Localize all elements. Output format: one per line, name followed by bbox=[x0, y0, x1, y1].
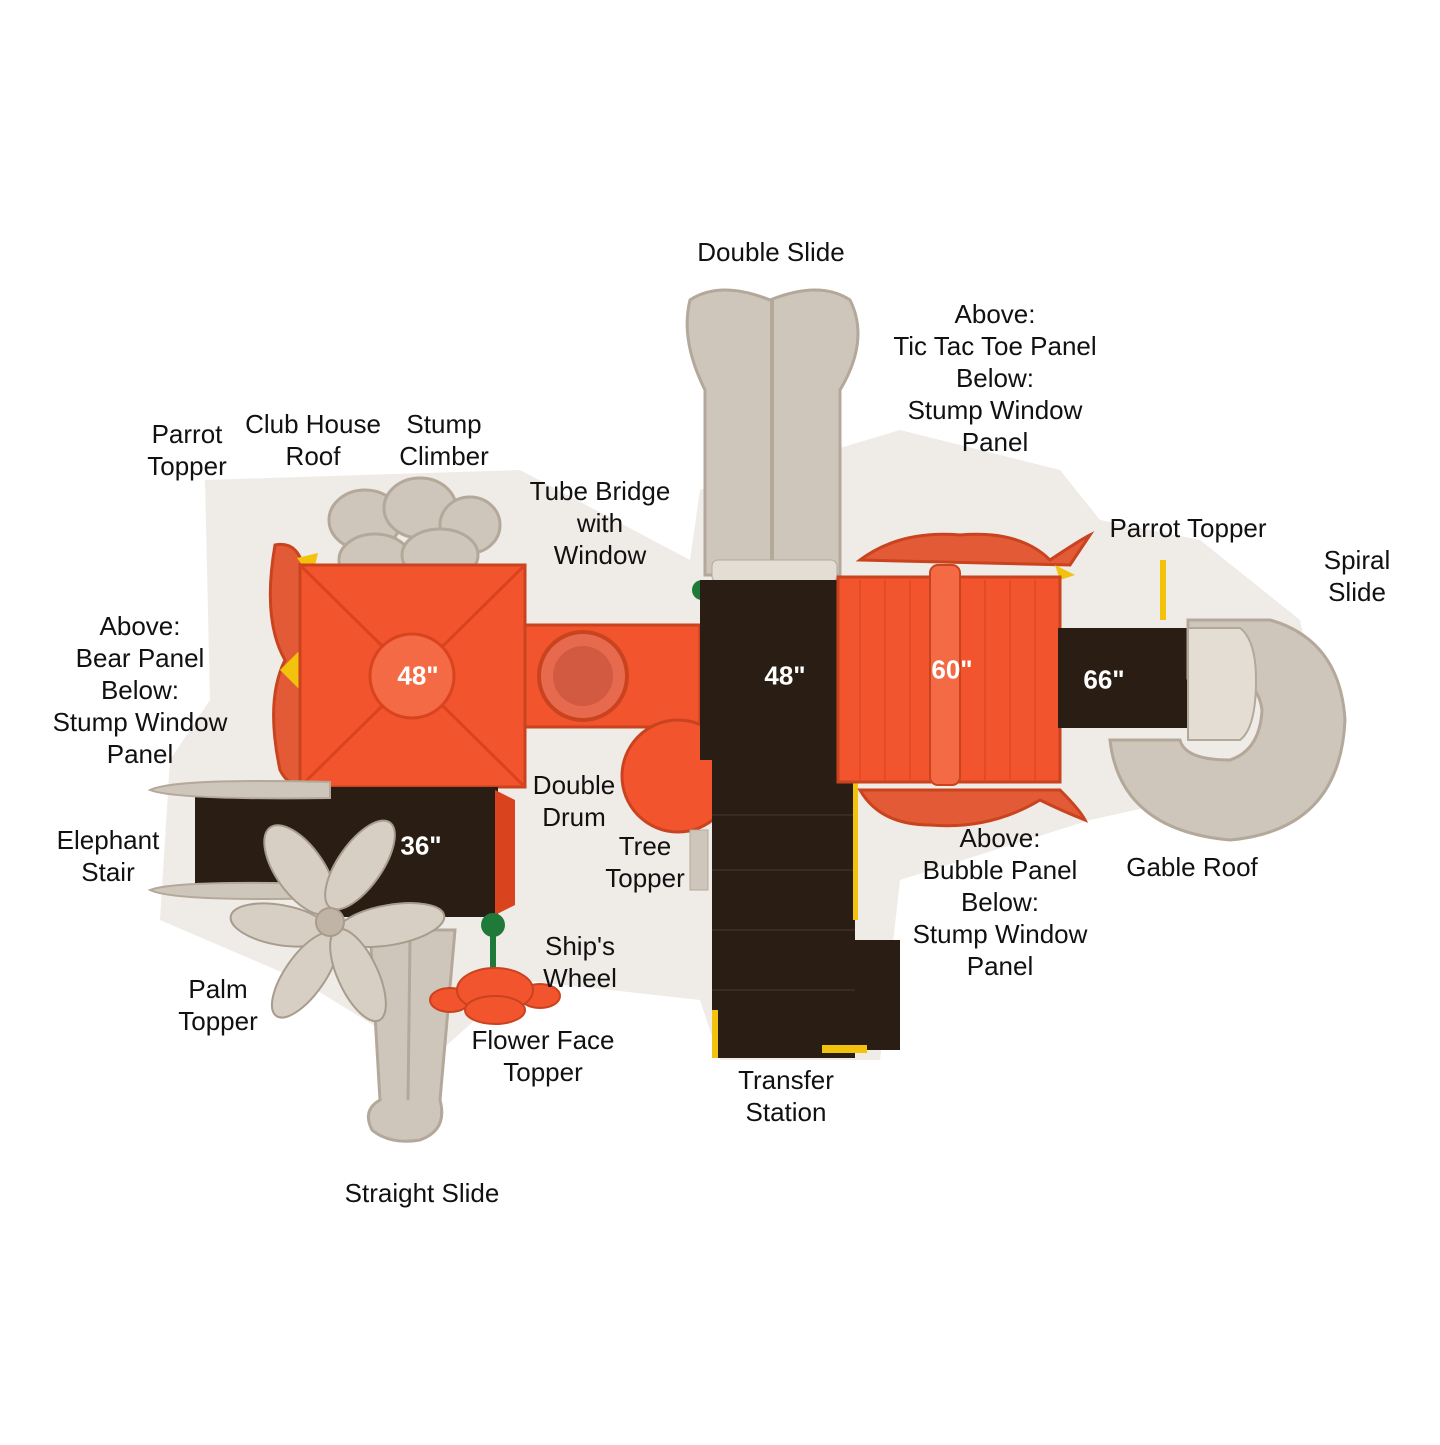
label-flower-face-topper: Flower Face Topper bbox=[471, 1025, 615, 1087]
double-slide-lip bbox=[711, 559, 838, 583]
label-double-slide: Double Slide bbox=[697, 237, 845, 267]
label-transfer-station: Transfer Station bbox=[738, 1065, 834, 1127]
center-rail bbox=[853, 780, 858, 920]
tic-tac-toe-panel-shape bbox=[855, 531, 1095, 567]
center-deck bbox=[700, 580, 845, 760]
flower-face-topper-shape bbox=[429, 967, 561, 1025]
label-tic-tac-toe-panel: Above: Tic Tac Toe Panel Below: Stump Wi… bbox=[893, 299, 1097, 457]
label-tree-topper: Tree Topper bbox=[605, 831, 685, 893]
height-marker-left-deck: 48" bbox=[397, 660, 439, 691]
label-club-house-roof: Club House Roof bbox=[245, 409, 381, 471]
label-bear-panel: Above: Bear Panel Below: Stump Window Pa… bbox=[52, 611, 228, 769]
club-house-roof-cap bbox=[368, 632, 456, 720]
spiral-slide-chute bbox=[1187, 627, 1258, 741]
label-bubble-panel: Above: Bubble Panel Below: Stump Window … bbox=[912, 823, 1088, 981]
transfer-station-steps bbox=[712, 760, 855, 1058]
height-marker-far-right-deck: 66" bbox=[1083, 664, 1125, 695]
height-marker-center-deck: 48" bbox=[764, 660, 806, 691]
transfer-station-platform bbox=[855, 940, 900, 1050]
label-parrot-topper-right: Parrot Topper bbox=[1109, 513, 1267, 543]
label-gable-roof: Gable Roof bbox=[1126, 852, 1258, 882]
label-parrot-topper-left: Parrot Topper bbox=[147, 419, 227, 481]
label-spiral-slide: Spiral Slide bbox=[1323, 545, 1391, 607]
label-double-drum: Double Drum bbox=[532, 770, 616, 832]
straight-slide-shape bbox=[366, 928, 457, 1143]
label-ships-wheel: Ship's Wheel bbox=[543, 931, 617, 993]
transfer-rail-bottom bbox=[822, 1045, 867, 1053]
label-stump-climber: Stump Climber bbox=[399, 409, 489, 471]
parrot-beak-left bbox=[280, 650, 300, 690]
bubble-panel-shape bbox=[857, 788, 1089, 828]
height-marker-right-deck: 60" bbox=[931, 654, 973, 685]
ships-wheel-shape bbox=[481, 913, 505, 937]
label-tube-bridge: Tube Bridge with Window bbox=[529, 476, 671, 570]
palm-topper-shape bbox=[229, 819, 446, 1023]
spiral-slide-post bbox=[1160, 560, 1166, 620]
label-straight-slide: Straight Slide bbox=[344, 1178, 500, 1208]
lower-left-deck-edge bbox=[495, 790, 515, 915]
transfer-rail-left bbox=[712, 1010, 718, 1058]
gable-roof-ridge bbox=[929, 564, 961, 786]
label-elephant-stair: Elephant Stair bbox=[56, 825, 160, 887]
elephant-stair-rail-top bbox=[147, 780, 331, 800]
spiral-slide-shape bbox=[1108, 618, 1347, 842]
far-right-deck bbox=[1058, 628, 1188, 728]
height-marker-lower-left-deck: 36" bbox=[400, 830, 442, 861]
tree-topper-shape bbox=[689, 829, 709, 891]
label-palm-topper: Palm Topper bbox=[178, 974, 258, 1036]
